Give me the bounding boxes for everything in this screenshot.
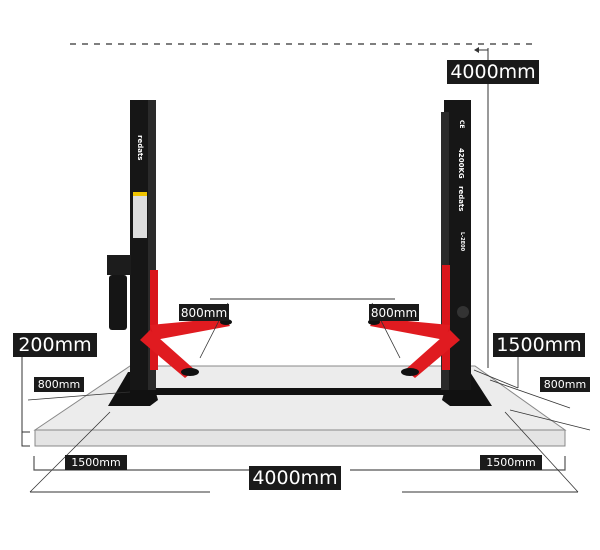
ce-mark: CE — [458, 120, 465, 129]
capacity-label: 4200KG — [457, 148, 465, 179]
base-crossbar — [150, 388, 450, 395]
hydraulic-motor — [107, 255, 131, 275]
left-post-brand: redats — [136, 135, 144, 161]
left-carriage — [150, 270, 158, 370]
left-warning-label — [133, 192, 147, 238]
height-label: 4000mm — [447, 60, 539, 84]
base-clearance-label: 200mm — [13, 333, 97, 357]
right-arm-label: 800mm — [369, 304, 419, 321]
floor-right-label: 800mm — [540, 377, 590, 392]
total-width-label: 4000mm — [249, 466, 341, 490]
model-label: L-2E00 — [459, 232, 465, 252]
right-carriage — [442, 265, 450, 370]
right-post-brand: redats — [457, 186, 465, 212]
floor-front — [34, 429, 566, 447]
floor-left-label: 800mm — [34, 377, 84, 392]
lift-height-label: 1500mm — [493, 333, 585, 357]
depth-left-label: 1500mm — [65, 455, 127, 470]
depth-right-label: 1500mm — [480, 455, 542, 470]
left-arm-label: 800mm — [179, 304, 229, 321]
